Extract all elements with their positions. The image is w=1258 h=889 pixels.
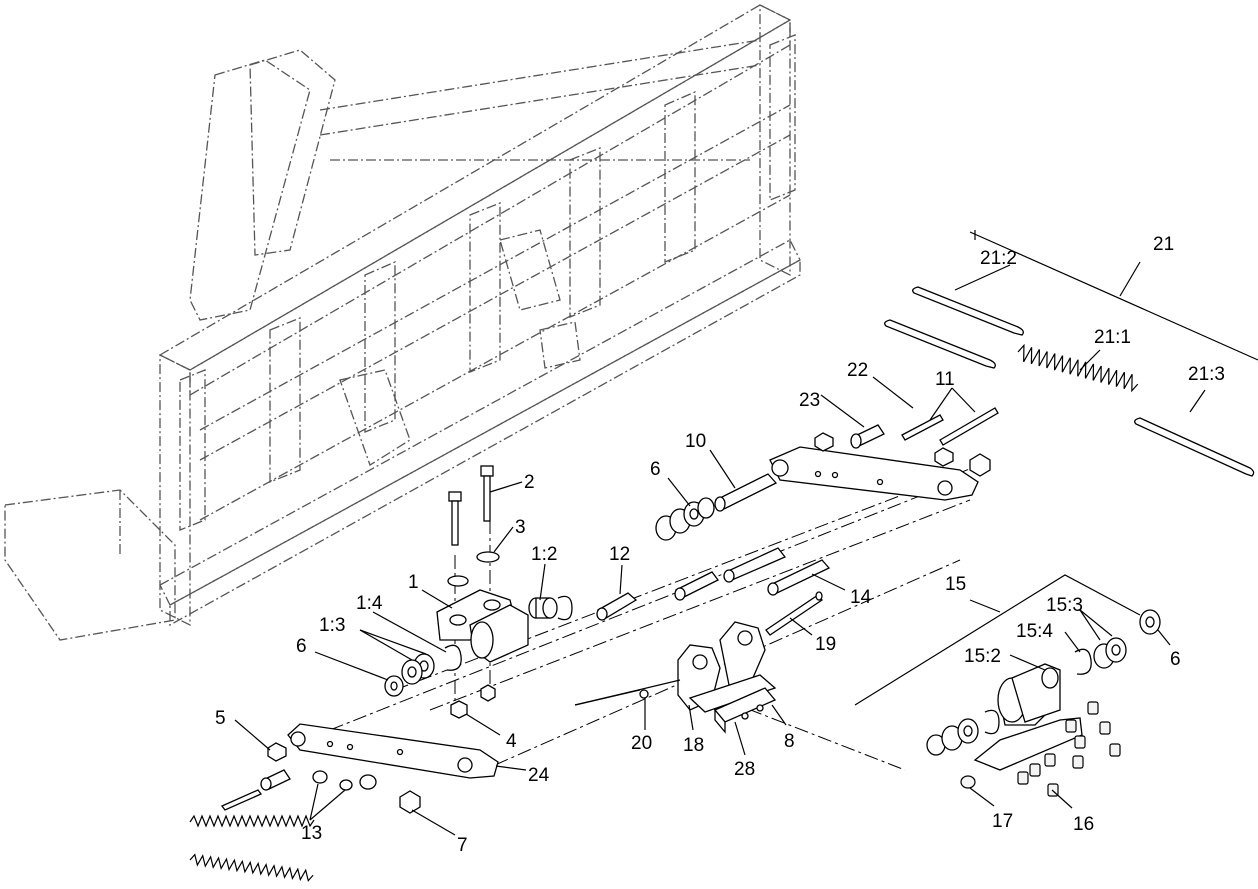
callout-14: 14 [850,587,872,608]
callout-2: 2 [524,472,535,493]
callout-15: 15 [945,574,966,595]
callout-24: 24 [528,765,550,786]
callout-6-left: 6 [296,636,307,657]
callout-5: 5 [215,708,226,729]
callout-7: 7 [457,835,468,856]
spring-21-1 [1017,343,1139,393]
bolt-13 [220,789,263,811]
washer-13 [359,774,377,790]
nut-end [969,453,991,477]
callout-21-3: 21:3 [1188,364,1225,385]
callout-1: 1 [408,572,419,593]
spacer-13-left [260,769,291,791]
leader-lines [234,230,1258,836]
washer [447,575,469,587]
callout-6-right: 6 [1170,649,1181,670]
callout-13: 13 [301,823,322,844]
spring-hook-21-2 [912,286,1024,336]
pin-22 [901,414,944,441]
spacer-23 [850,424,885,449]
plate-28 [713,687,777,734]
callout-8: 8 [784,731,795,752]
bushing-15-2 [1041,667,1059,689]
snap-ring-15-4 [1074,648,1092,675]
bearing-stack-15-lower [926,709,1000,756]
spring-lower [189,814,315,882]
callout-12: 12 [609,544,630,565]
nut [480,684,496,702]
screws-16 [1017,701,1121,797]
bearing-stack-6-center [655,497,715,541]
callout-1-3: 1:3 [319,615,345,636]
callout-15-2: 15:2 [964,646,1001,667]
spring-hook [884,319,996,369]
parts [189,286,1255,882]
snap-ring-1-4 [444,644,462,671]
link-arm-upper [769,446,979,501]
bolt-2 [480,465,494,522]
callout-21-2: 21:2 [980,248,1017,269]
callout-19: 19 [815,634,836,655]
nut-5 [267,742,287,762]
callout-4: 4 [506,731,517,752]
grease-fitting-20 [639,689,649,699]
plug-17 [960,775,976,789]
nut-13-b [339,779,353,791]
callout-15-3: 15:3 [1046,595,1083,616]
assembly-axes [329,464,981,771]
spring-hook-21-3 [1134,417,1255,477]
callout-28: 28 [734,759,755,780]
bearing-stack-15-3 [1093,637,1127,669]
nut-13-a [312,770,328,784]
callout-21: 21 [1153,234,1174,255]
link-arm-24 [287,723,499,779]
callout-1-2: 1:2 [531,544,557,565]
callout-20: 20 [631,733,652,754]
callout-16: 16 [1073,814,1094,835]
callout-18: 18 [683,735,704,756]
nut-upper-right [934,447,954,467]
bushing-1-2 [528,595,573,621]
washer-3 [476,551,500,563]
callout-11: 11 [935,369,955,390]
callout-21-1: 21:1 [1094,327,1131,348]
callouts: 1 1:2 1:3 1:4 2 3 4 5 6 6 6 7 8 10 11 12… [215,234,1225,856]
callout-22: 22 [847,360,868,381]
pin-11 [939,407,999,446]
pivot-bracket-1 [436,589,529,663]
bracket-assembly-15 [973,663,1083,771]
nut-7 [399,790,421,814]
pin-shafts-14 [674,547,831,601]
bearing-stack-1-3 [401,653,435,685]
bolt-short [448,491,462,546]
callout-23: 23 [799,390,820,411]
callout-3: 3 [515,517,526,538]
callout-17: 17 [992,811,1013,832]
callout-10: 10 [685,431,706,452]
nut-upper [814,432,834,452]
screw-8b [756,704,764,712]
callout-1-4: 1:4 [356,593,383,614]
callout-15-4: 15:4 [1016,621,1053,642]
nut-4 [450,700,468,719]
mounting-frame-phantom [4,3,801,641]
callout-6-center: 6 [650,459,661,480]
bracket-18 [677,621,777,713]
pin-19 [765,591,823,636]
pin-12 [596,592,638,621]
shaft-10 [714,473,778,512]
screw-8 [741,712,749,720]
